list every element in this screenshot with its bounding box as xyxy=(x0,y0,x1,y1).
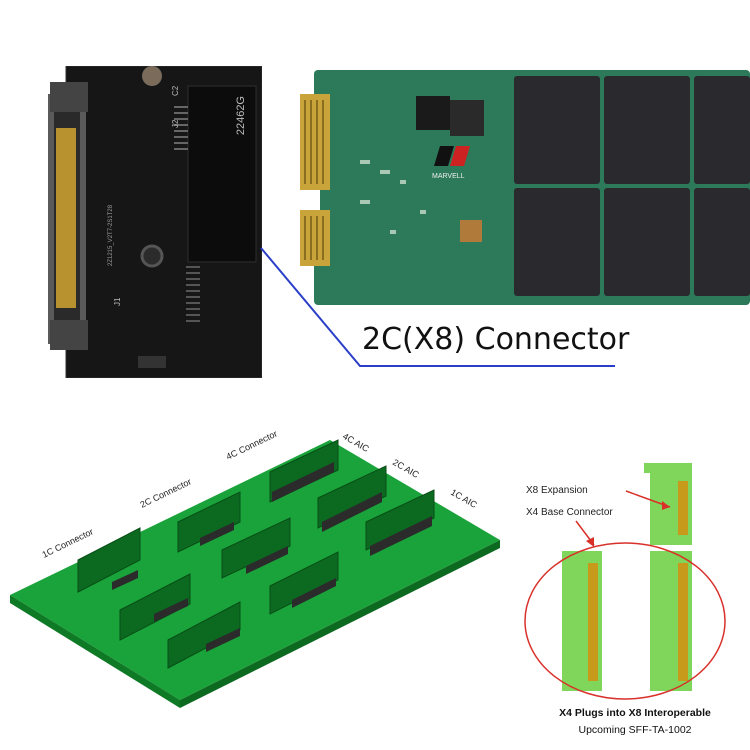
board-code: 22462G xyxy=(235,96,247,135)
ssd-board-photo: MARVELL xyxy=(300,70,750,305)
label-1c-aic: 1C AIC xyxy=(449,487,479,510)
marvell-logo: MARVELL xyxy=(432,146,470,180)
label-2c-connector: 2C Connector xyxy=(138,476,192,509)
label-2c-aic: 2C AIC xyxy=(391,457,421,480)
nand-chips xyxy=(514,76,750,296)
label-x8-expansion: X8 Expansion xyxy=(526,485,588,496)
isometric-board-diagram: 1C Connector 2C Connector 4C Connector 4… xyxy=(10,428,500,708)
ref-c2: C2 xyxy=(171,85,180,96)
interop-ellipse xyxy=(524,542,726,700)
ref-j2: J2 xyxy=(171,119,180,128)
gold-edge-pins xyxy=(56,128,76,308)
adapter-board-photo: 22462G 2Z1215_V2T7-2S1T28 J2 C2 J1 xyxy=(48,66,262,378)
chip-brand: MARVELL xyxy=(432,173,465,180)
edge-connector-diagram: X8 Expansion X4 Base Connector X4 Plugs … xyxy=(520,455,750,750)
caption-interoperable: X4 Plugs into X8 Interoperable xyxy=(559,707,711,719)
ref-j1: J1 xyxy=(113,297,122,306)
pcb-label: 2Z1215_V2T7-2S1T28 xyxy=(108,204,114,266)
callout-line xyxy=(260,247,615,367)
connector-caption: 2C(X8) Connector xyxy=(362,322,630,357)
caption-sff: Upcoming SFF-TA-1002 xyxy=(578,724,692,736)
label-x4-base-connector: X4 Base Connector xyxy=(526,507,613,518)
label-4c-connector: 4C Connector xyxy=(224,428,278,461)
label-1c-connector: 1C Connector xyxy=(40,526,94,559)
